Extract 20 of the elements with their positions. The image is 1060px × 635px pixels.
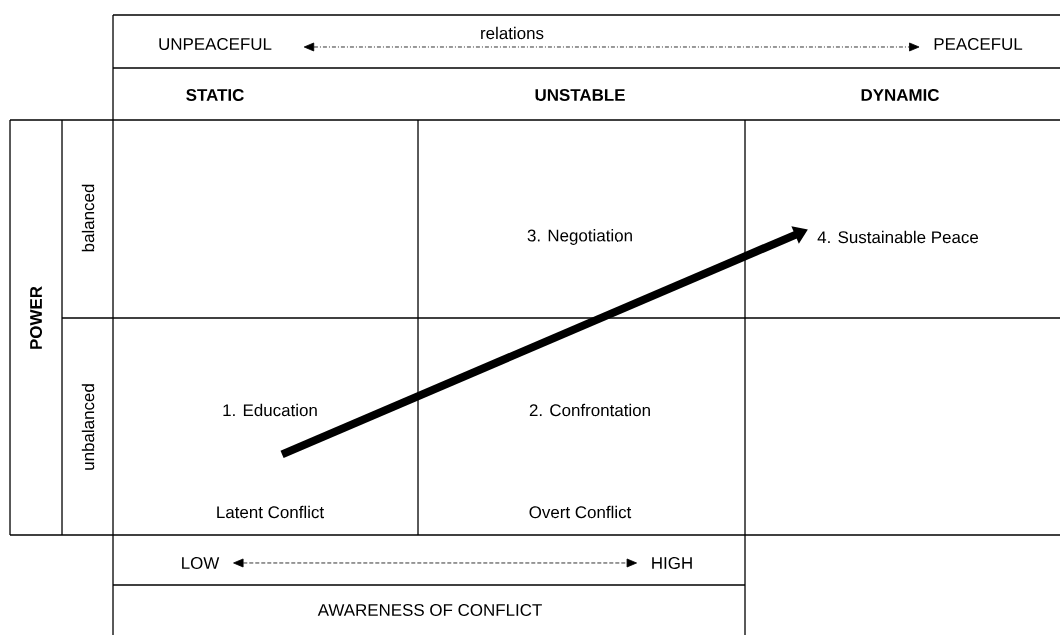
row-header: POWER — [30, 286, 42, 349]
arrow — [233, 558, 637, 568]
axis-end-label: UNPEACEFUL — [159, 38, 272, 50]
conflict-label: Latent Conflict — [217, 505, 324, 519]
column-header: DYNAMIC — [861, 89, 940, 101]
stage-label: 1. Education — [223, 403, 317, 417]
arrow — [303, 42, 920, 52]
axis-end-label: LOW — [182, 557, 220, 569]
axis-end-label: PEACEFUL — [934, 38, 1023, 50]
axis-end-label: HIGH — [652, 557, 692, 569]
stage-label: 4. Sustainable Peace — [817, 230, 979, 244]
column-header: STATIC — [186, 89, 244, 101]
conflict-label: Overt Conflict — [529, 505, 632, 519]
column-header: UNSTABLE — [535, 89, 625, 101]
stage-label: 2. Confrontation — [529, 403, 650, 417]
stage-label: 3. Negotiation — [527, 229, 632, 245]
row-subheader: unbalanced — [81, 384, 95, 470]
edge-label: relations — [479, 25, 545, 41]
axis-title: AWARENESS OF CONFLICT — [317, 604, 542, 616]
row-subheader: balanced — [81, 184, 95, 252]
